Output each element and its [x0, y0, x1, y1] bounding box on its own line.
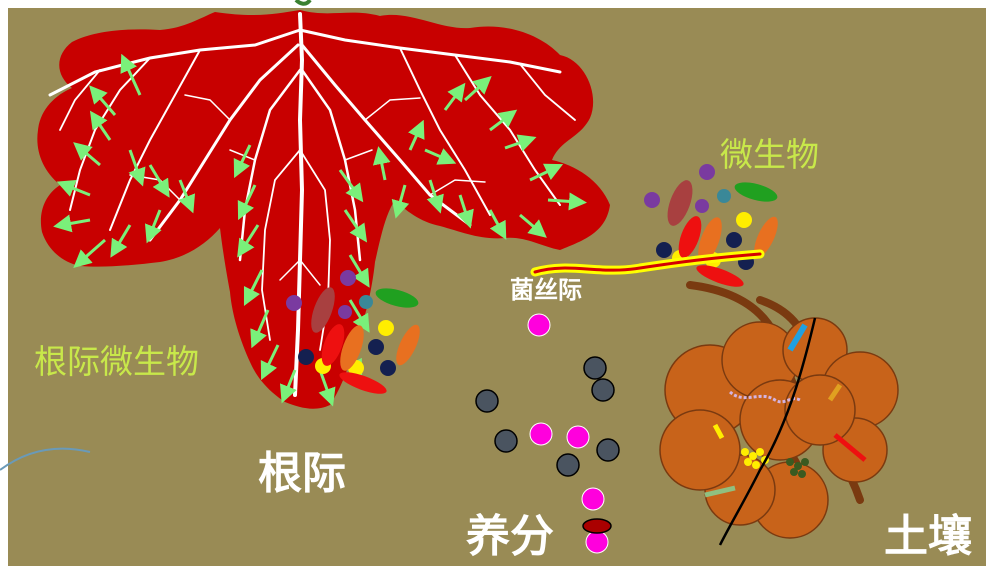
label-microbes: 微生物: [720, 128, 819, 176]
label-soil: 土壤: [884, 500, 972, 564]
label-rhizosphere: 根际: [258, 437, 346, 501]
label-rhizosphere-microbes: 根际微生物: [34, 335, 199, 383]
label-hyphosphere: 菌丝际: [510, 270, 582, 305]
label-nutrients: 养分: [466, 500, 554, 564]
